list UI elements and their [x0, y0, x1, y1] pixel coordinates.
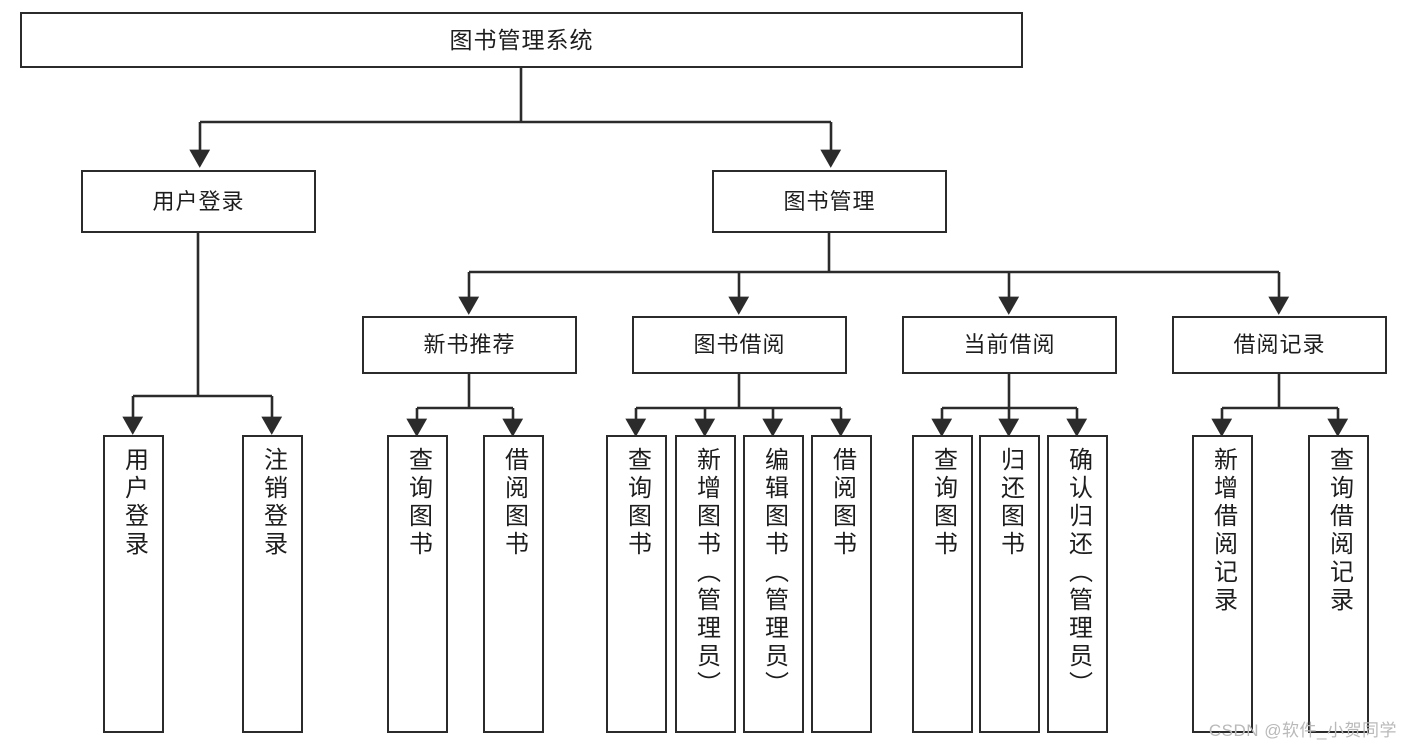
node-leaf-confirm-return[interactable]: 确认归还（管理员） [1047, 435, 1108, 733]
node-label: 新书推荐 [423, 332, 516, 358]
node-label: 归还图书 [996, 447, 1024, 559]
node-label: 查询图书 [623, 447, 651, 559]
node-label: 图书管理 [783, 188, 876, 214]
node-leaf-borrow-book[interactable]: 借阅图书 [811, 435, 872, 733]
node-label: 注销登录 [259, 447, 287, 559]
node-label: 当前借阅 [963, 332, 1056, 358]
node-label: 查询图书 [404, 447, 432, 559]
node-label: 查询借阅记录 [1325, 447, 1353, 615]
node-label: 借阅图书 [500, 447, 528, 559]
node-user-login[interactable]: 用户登录 [81, 170, 316, 233]
node-leaf-query-book-borrow[interactable]: 查询图书 [606, 435, 667, 733]
node-leaf-add-borrow-record[interactable]: 新增借阅记录 [1192, 435, 1253, 733]
node-label: 用户登录 [120, 447, 148, 559]
node-label: 确认归还（管理员） [1064, 447, 1092, 699]
node-leaf-edit-book[interactable]: 编辑图书（管理员） [743, 435, 804, 733]
node-leaf-add-book[interactable]: 新增图书（管理员） [675, 435, 736, 733]
node-label: 查询图书 [929, 447, 957, 559]
node-label: 借阅记录 [1233, 332, 1326, 358]
node-label: 新增图书（管理员） [692, 447, 720, 699]
node-book-manage[interactable]: 图书管理 [712, 170, 947, 233]
node-book-borrow[interactable]: 图书借阅 [632, 316, 847, 374]
node-label: 编辑图书（管理员） [760, 447, 788, 699]
node-label: 用户登录 [152, 188, 245, 214]
node-label: 图书借阅 [693, 332, 786, 358]
node-leaf-query-borrow-record[interactable]: 查询借阅记录 [1308, 435, 1369, 733]
node-label: 借阅图书 [828, 447, 856, 559]
node-borrow-record[interactable]: 借阅记录 [1172, 316, 1387, 374]
node-leaf-query-book-current[interactable]: 查询图书 [912, 435, 973, 733]
node-leaf-query-book-recommend[interactable]: 查询图书 [387, 435, 448, 733]
node-leaf-user-logout[interactable]: 注销登录 [242, 435, 303, 733]
node-label: 新增借阅记录 [1209, 447, 1237, 615]
node-leaf-user-login[interactable]: 用户登录 [103, 435, 164, 733]
node-leaf-borrow-book-recommend[interactable]: 借阅图书 [483, 435, 544, 733]
node-leaf-return-book[interactable]: 归还图书 [979, 435, 1040, 733]
node-label: 图书管理系统 [449, 26, 594, 53]
csdn-watermark: CSDN @软件_小贺同学 [1208, 721, 1397, 740]
node-root-book-management-system[interactable]: 图书管理系统 [20, 12, 1023, 68]
node-new-book-recommend[interactable]: 新书推荐 [362, 316, 577, 374]
node-current-borrow[interactable]: 当前借阅 [902, 316, 1117, 374]
